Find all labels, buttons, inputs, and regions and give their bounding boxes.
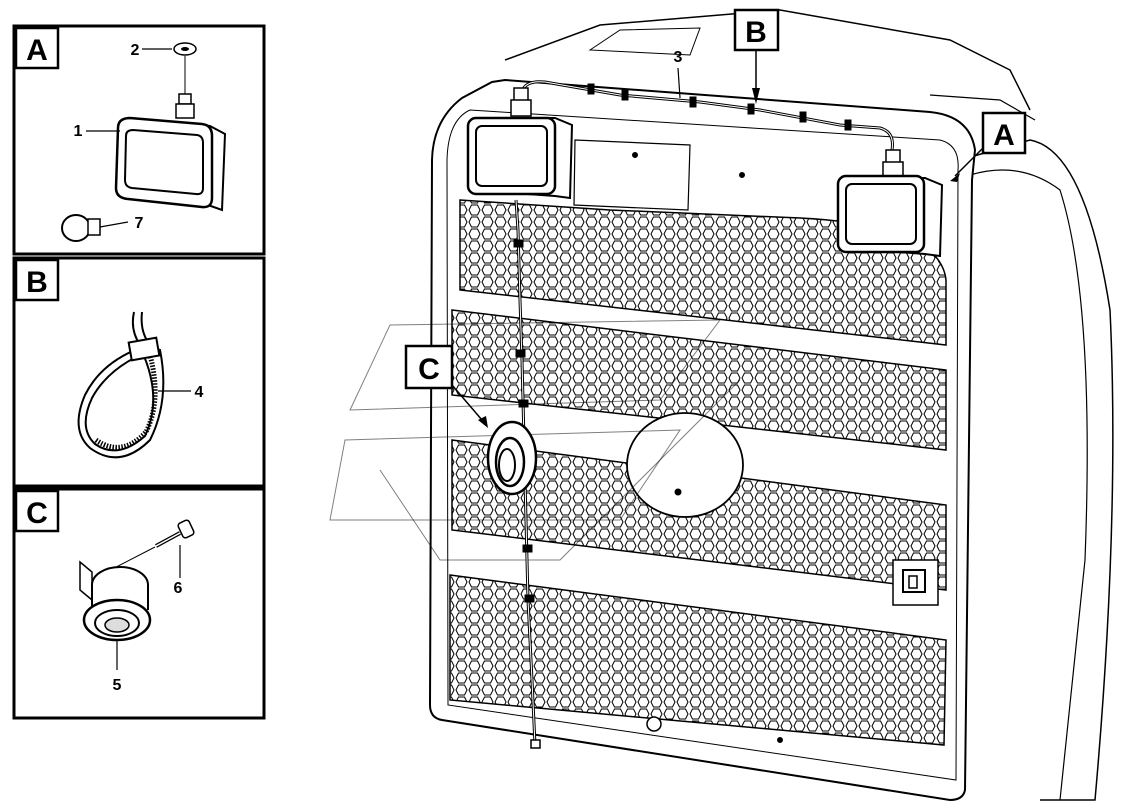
part-number-6: 6 bbox=[174, 580, 183, 597]
detail-panel-b: B 4 bbox=[12, 256, 266, 488]
callout-a: A bbox=[950, 111, 1027, 182]
cable-tie-icon bbox=[77, 311, 165, 459]
callout-c-letter: C bbox=[418, 353, 440, 386]
part-number-7: 7 bbox=[135, 215, 144, 232]
part-number-2: 2 bbox=[131, 42, 140, 59]
callout-b: B bbox=[733, 8, 780, 104]
part-number-4: 4 bbox=[195, 384, 204, 401]
washer-icon bbox=[173, 42, 197, 95]
callout-b-letter: B bbox=[745, 16, 767, 49]
panel-c-tag bbox=[14, 489, 60, 533]
panel-c-letter: C bbox=[26, 497, 48, 530]
grille-grommet-icon bbox=[486, 420, 538, 496]
panel-b-tag bbox=[14, 258, 60, 302]
part-number-1: 1 bbox=[74, 123, 83, 140]
left-work-lamp-icon bbox=[466, 87, 574, 200]
right-work-lamp-icon bbox=[836, 149, 944, 258]
panel-a-tag bbox=[14, 26, 60, 70]
callout-c: C bbox=[404, 344, 488, 428]
callout-a-letter: A bbox=[993, 119, 1015, 152]
detail-panel-a: A 2 1 7 bbox=[12, 24, 266, 256]
grille-assembly bbox=[329, 9, 1114, 802]
part-number-3: 3 bbox=[674, 49, 683, 66]
panel-b-letter: B bbox=[26, 266, 48, 299]
part-number-5: 5 bbox=[113, 677, 122, 694]
latch-switch-icon bbox=[892, 559, 939, 606]
panel-a-letter: A bbox=[26, 34, 48, 67]
grommet-icon bbox=[79, 560, 152, 670]
detail-panel-c: C 6 5 bbox=[12, 487, 266, 720]
bulb-icon bbox=[61, 214, 129, 242]
work-lamp-icon bbox=[114, 93, 227, 212]
